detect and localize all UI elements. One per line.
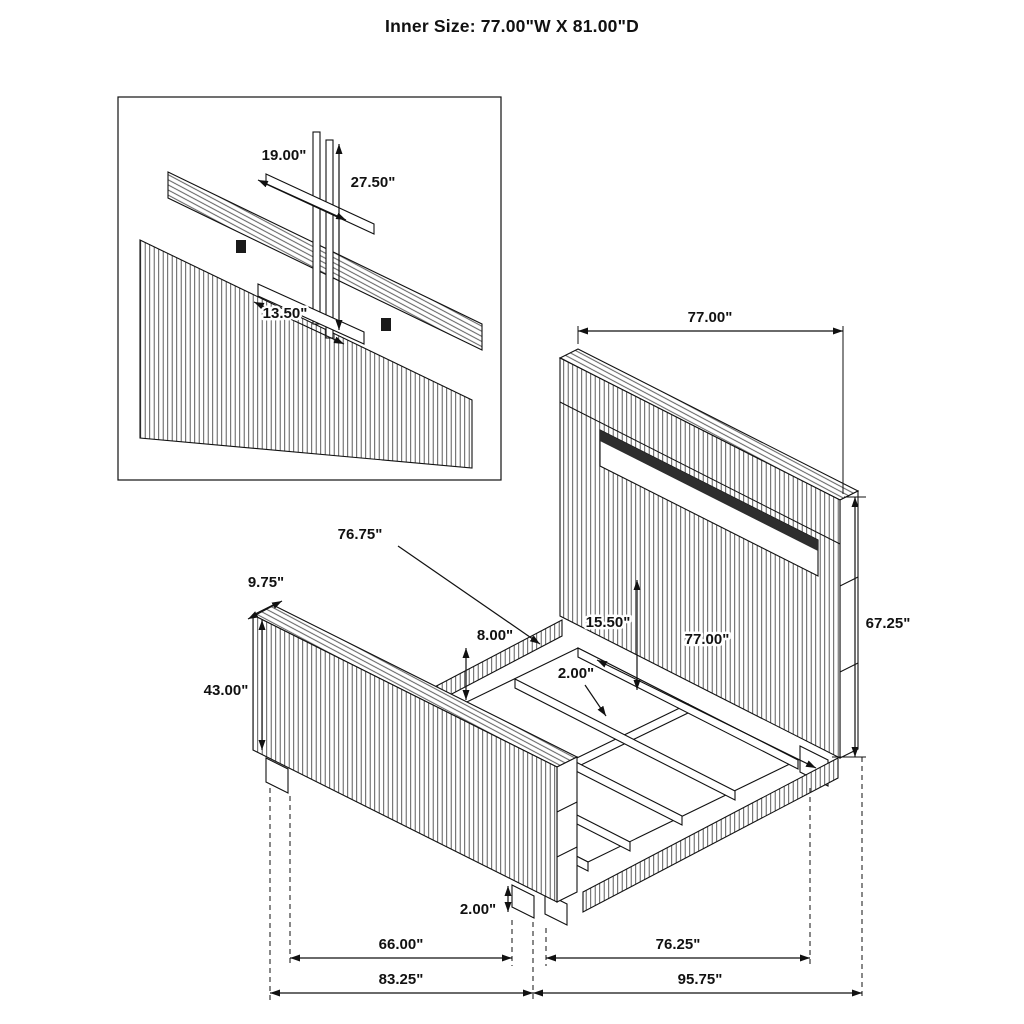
dim-inner-width-label: 77.00" bbox=[685, 631, 730, 648]
inset-channel-panel bbox=[139, 239, 473, 469]
dim-slat-thickness-label: 2.00" bbox=[558, 665, 594, 682]
inset-dim-bracket-width-label: 19.00" bbox=[262, 147, 307, 164]
footboard-front-face bbox=[252, 614, 558, 903]
dim-headboard-clearance: 15.50" bbox=[583, 580, 641, 690]
bed-frame bbox=[251, 348, 860, 926]
dimension-annotations: 77.00" 67.25" 76.75" 9.75" bbox=[201, 307, 913, 1000]
dim-rail-length-label: 76.75" bbox=[338, 526, 383, 543]
inset-dim-cleat-length-label: 13.50" bbox=[263, 305, 308, 322]
dim-footboard-height: 43.00" bbox=[201, 620, 266, 750]
dim-inner-span-long: 76.25" bbox=[546, 934, 810, 962]
dim-footboard-height-label: 43.00" bbox=[204, 682, 249, 699]
dim-outer-span-short: 83.25" bbox=[270, 969, 533, 997]
footboard bbox=[251, 604, 579, 919]
dim-headboard-width-label: 77.00" bbox=[688, 309, 733, 326]
inset-clip-left bbox=[236, 240, 246, 253]
dim-inner-span-short-label: 66.00" bbox=[379, 936, 424, 953]
footboard-right-side bbox=[556, 756, 578, 903]
footboard-right-leg bbox=[511, 884, 535, 919]
dim-headboard-height-label: 67.25" bbox=[866, 615, 911, 632]
dim-rail-height-label: 8.00" bbox=[477, 627, 513, 644]
dim-rail-length: 76.75" bbox=[335, 524, 541, 645]
inset-dim-bracket-height: 27.50" bbox=[335, 144, 398, 330]
dim-inner-span-short: 66.00" bbox=[290, 934, 512, 962]
inset-mount-strip-right bbox=[325, 139, 334, 339]
dim-inner-width: 77.00" bbox=[596, 629, 817, 769]
dim-headboard-height: 67.25" bbox=[832, 496, 913, 758]
dim-footboard-depth: 9.75" bbox=[245, 572, 287, 620]
dim-leg-height-label: 2.00" bbox=[460, 901, 496, 918]
dim-outer-span-long: 95.75" bbox=[533, 969, 862, 997]
dim-leg-height: 2.00" bbox=[457, 886, 512, 921]
page-title: Inner Size: 77.00"W X 81.00"D bbox=[385, 16, 639, 36]
inset-dim-bracket-height-label: 27.50" bbox=[351, 174, 396, 191]
headboard-light-panel-shadow bbox=[600, 430, 818, 551]
headboard bbox=[558, 348, 860, 787]
footboard-left-leg bbox=[265, 757, 289, 794]
dim-inner-span-long-label: 76.25" bbox=[656, 936, 701, 953]
dim-footboard-depth-label: 9.75" bbox=[248, 574, 284, 591]
inset-detail-view: 19.00" 27.50" 13.50" bbox=[117, 96, 502, 481]
dim-outer-span-long-label: 95.75" bbox=[678, 971, 723, 988]
dim-rail-height: 8.00" bbox=[462, 625, 516, 700]
inset-headboard-top-rail bbox=[167, 171, 483, 351]
inset-dim-bracket-width: 19.00" bbox=[257, 145, 347, 221]
dim-outer-span-short-label: 83.25" bbox=[379, 971, 424, 988]
dim-headboard-clearance-label: 15.50" bbox=[586, 614, 631, 631]
dim-headboard-width: 77.00" bbox=[577, 307, 844, 494]
dim-slat-thickness: 2.00" bbox=[555, 663, 607, 717]
side-rail-right-face bbox=[582, 757, 839, 913]
extension-lines bbox=[269, 757, 863, 1000]
inset-dim-cleat-length: 13.50" bbox=[253, 301, 345, 345]
inset-mount-strip-left bbox=[312, 131, 321, 325]
inset-clip-right bbox=[381, 318, 391, 331]
